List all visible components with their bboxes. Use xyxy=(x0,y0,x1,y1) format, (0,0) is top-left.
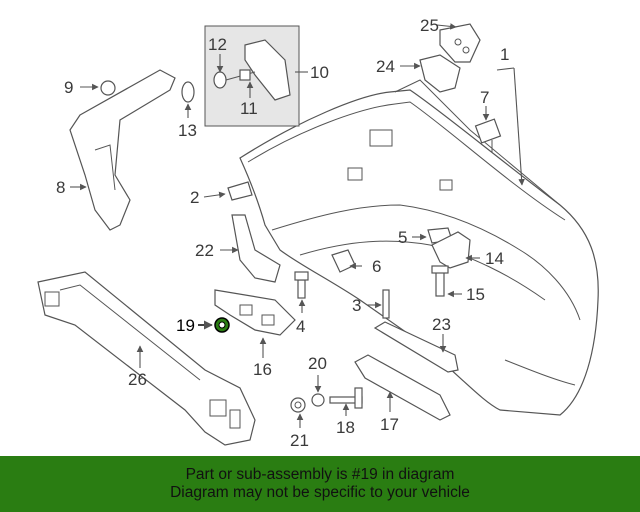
part-24-guide xyxy=(419,54,461,93)
part-25-bracket xyxy=(439,23,481,63)
part-13-grommet xyxy=(181,81,195,103)
callout-24: 24 xyxy=(376,57,395,76)
callout-7: 7 xyxy=(480,88,489,107)
part-7-clip xyxy=(474,118,502,152)
part-16-bracket xyxy=(214,289,296,336)
leader-lines xyxy=(70,23,525,428)
part-8-bracket xyxy=(69,69,176,231)
callout-15: 15 xyxy=(466,285,485,304)
callout-3: 3 xyxy=(352,296,361,315)
callout-11: 11 xyxy=(240,99,258,118)
callout-21: 21 xyxy=(290,431,309,450)
part-3-stud xyxy=(382,289,390,319)
callout-5: 5 xyxy=(398,228,407,247)
part-23-reinforcement xyxy=(373,321,459,373)
callout-18: 18 xyxy=(336,418,355,437)
callout-16: 16 xyxy=(253,360,272,379)
callout-9: 9 xyxy=(64,78,73,97)
callout-8: 8 xyxy=(56,178,65,197)
banner-line-2: Diagram may not be specific to your vehi… xyxy=(170,484,470,501)
callout-labels: 25 24 1 7 9 12 10 11 13 8 2 22 6 5 14 15… xyxy=(56,16,509,450)
part-17-absorber xyxy=(354,354,451,421)
part-10-group-box xyxy=(204,25,300,127)
callout-4: 4 xyxy=(296,317,305,336)
callout-10: 10 xyxy=(310,63,329,82)
parts-diagram: 25 24 1 7 9 12 10 11 13 8 2 22 6 5 14 15… xyxy=(37,16,599,450)
callout-26: 26 xyxy=(128,370,147,389)
part-19-grommet xyxy=(214,317,230,333)
part-18-bolt xyxy=(329,387,363,409)
callout-12: 12 xyxy=(208,35,227,54)
callout-23: 23 xyxy=(432,315,451,334)
callout-25: 25 xyxy=(420,16,439,35)
info-banner: Part or sub-assembly is #19 in diagram D… xyxy=(0,456,640,512)
part-4-bolt xyxy=(294,271,309,299)
callout-19: 19 xyxy=(176,316,195,335)
part-2-push-pin xyxy=(227,181,253,201)
part-14-bracket xyxy=(431,231,471,269)
callout-20: 20 xyxy=(308,354,327,373)
bumper-cover xyxy=(239,79,599,416)
callout-22: 22 xyxy=(195,241,214,260)
callout-6: 6 xyxy=(372,257,381,276)
part-20-washer xyxy=(311,393,325,407)
callout-13: 13 xyxy=(178,121,197,140)
callout-1: 1 xyxy=(500,45,509,64)
part-9-nut xyxy=(100,80,116,96)
callout-17: 17 xyxy=(380,415,399,434)
callout-14: 14 xyxy=(485,249,504,268)
part-21-nut xyxy=(290,397,306,413)
part-15-bolt xyxy=(431,265,449,297)
callout-2: 2 xyxy=(190,188,199,207)
banner-line-1: Part or sub-assembly is #19 in diagram xyxy=(185,466,455,483)
part-26-impact-bar xyxy=(37,271,256,446)
part-22-bracket xyxy=(231,214,281,283)
